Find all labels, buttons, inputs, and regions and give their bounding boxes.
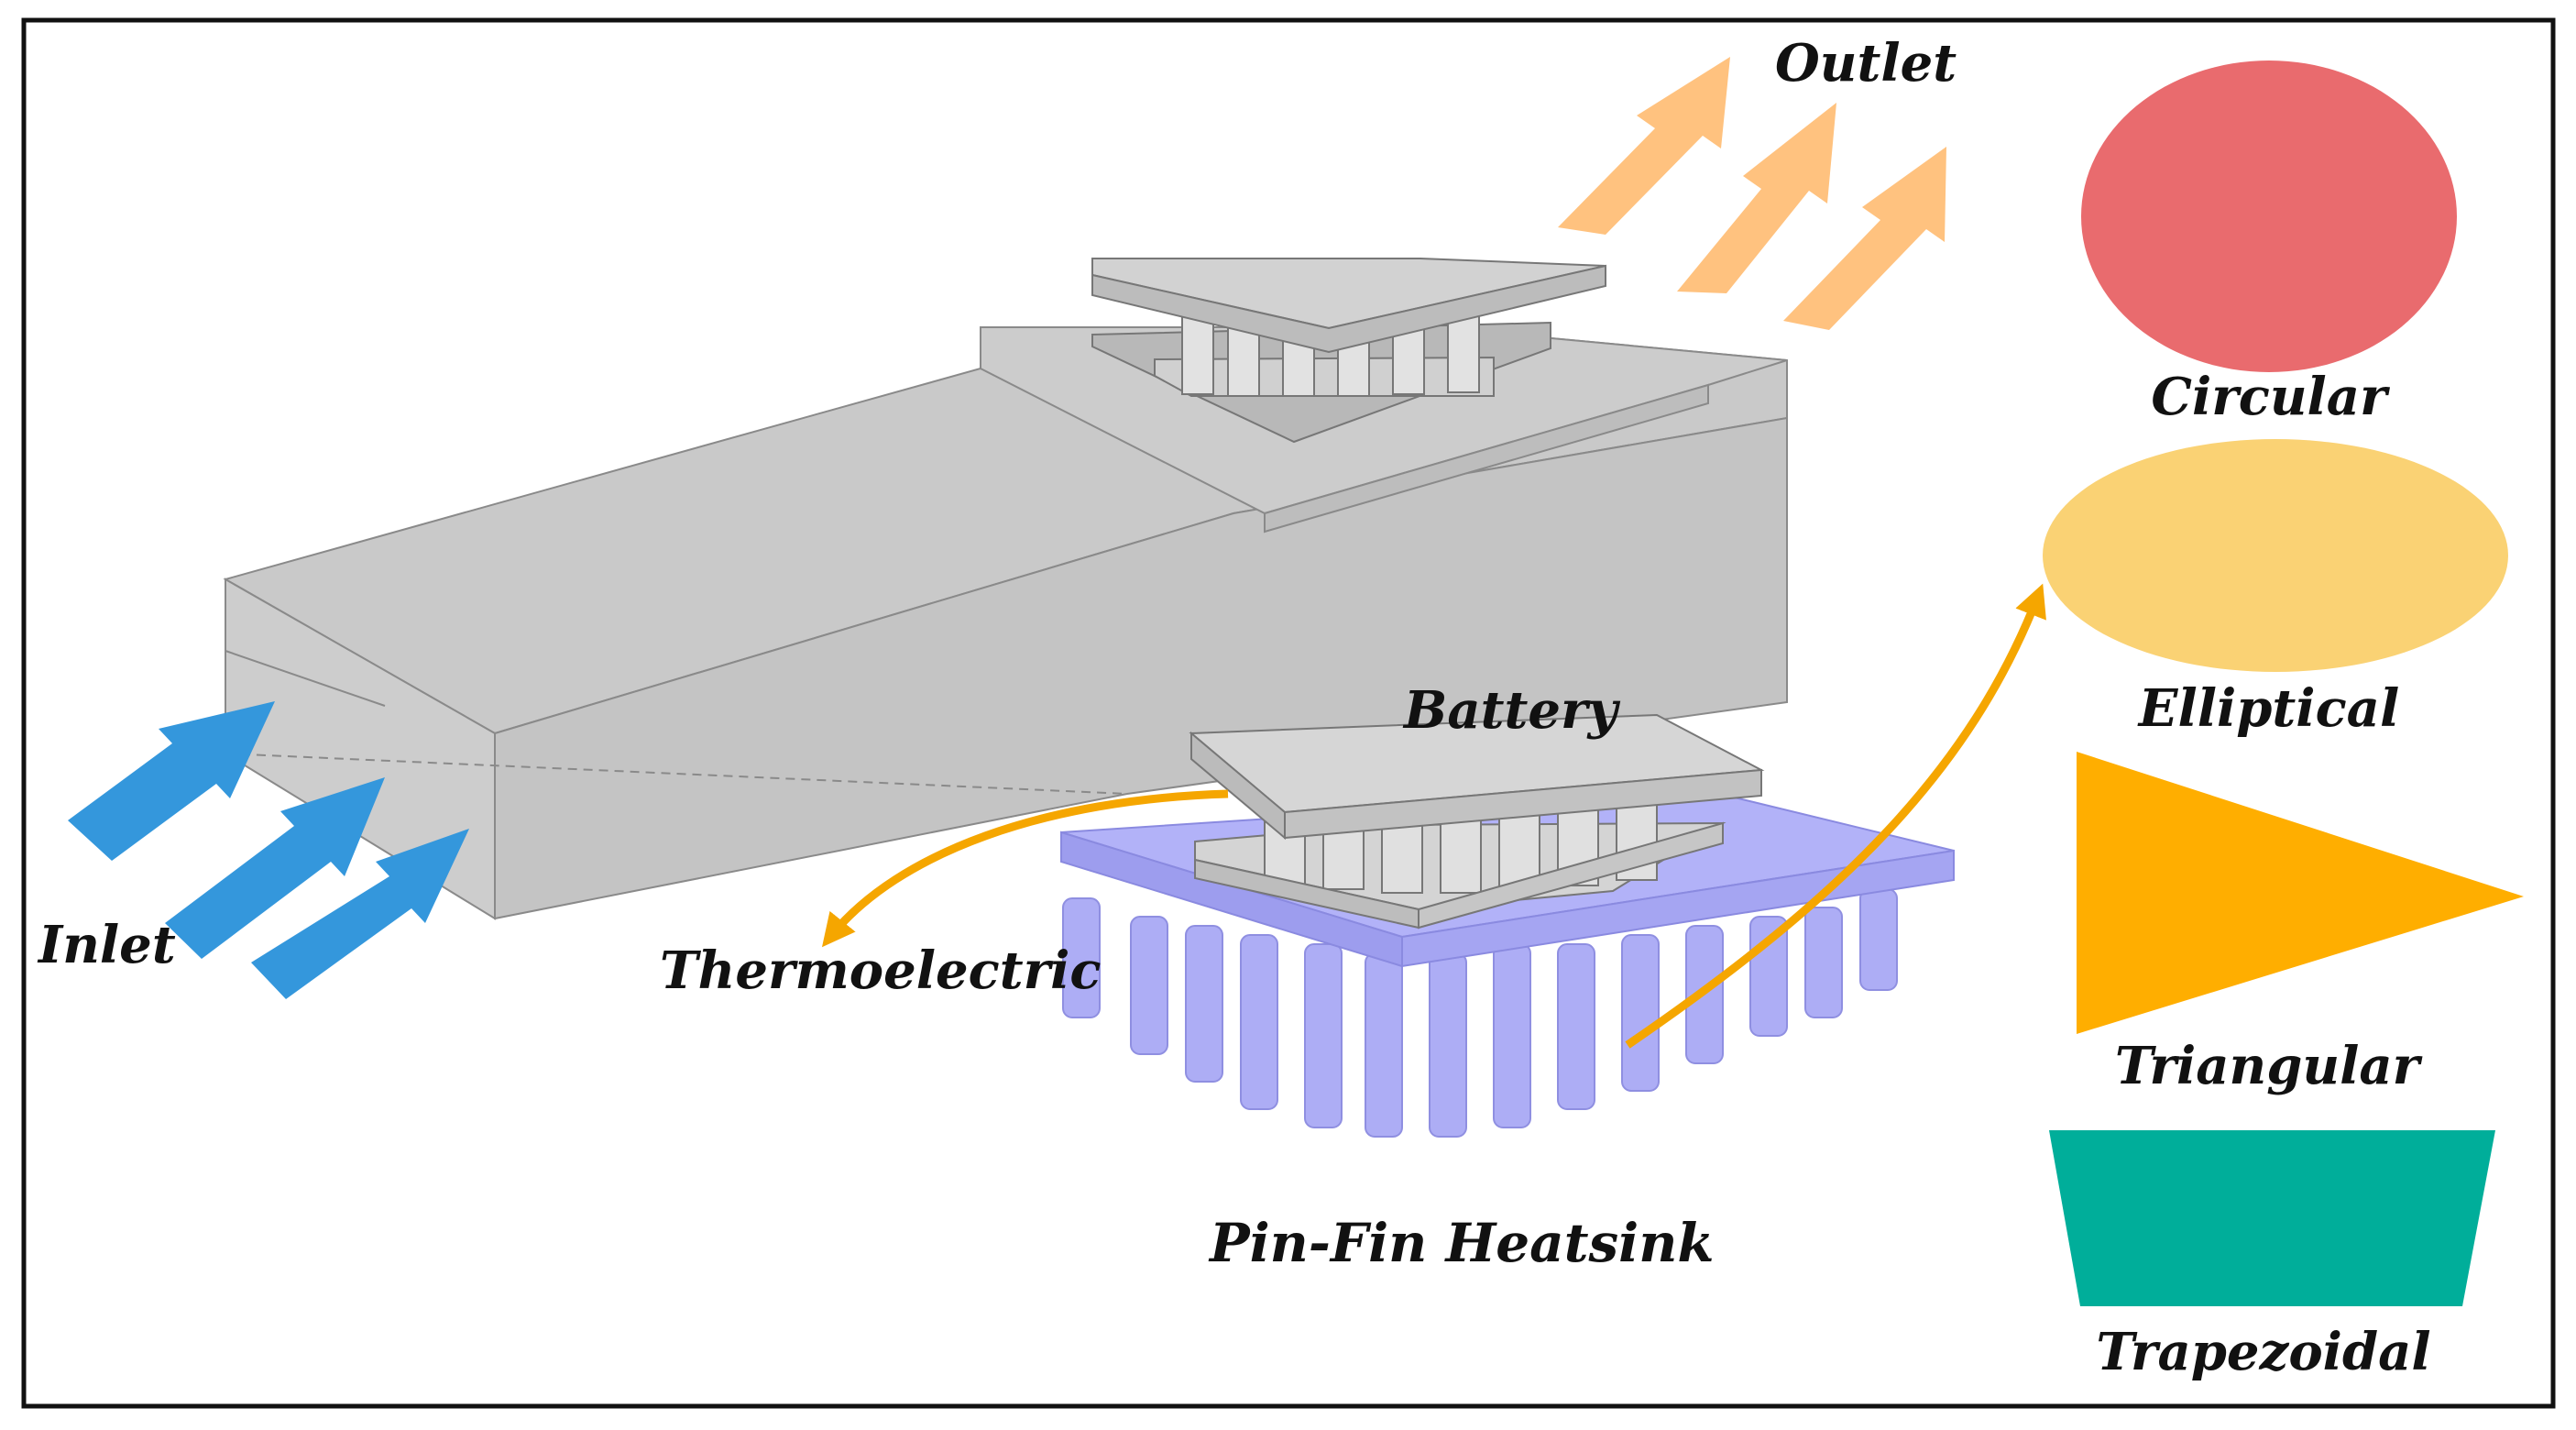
battery-label: Battery xyxy=(1402,680,1620,741)
inlet-arrow-1 xyxy=(68,701,275,861)
inlet-arrow-2 xyxy=(165,777,385,959)
inlet-label: Inlet xyxy=(37,915,176,975)
circular-shape xyxy=(2081,60,2457,372)
inlet-arrows xyxy=(68,701,469,999)
circular-label: Circular xyxy=(2151,367,2390,427)
outlet-arrow-3 xyxy=(1783,147,1946,330)
heatsink-label: Pin-Fin Heatsink xyxy=(1208,1212,1715,1274)
thermoelectric-label: Thermoelectric xyxy=(660,940,1102,1001)
fin-shape-callout-arrow xyxy=(1625,583,2046,1049)
triangular-label: Triangular xyxy=(2115,1036,2423,1096)
duct-battery-module xyxy=(1091,258,1606,444)
elliptical-label: Elliptical xyxy=(2137,678,2399,739)
triangular-shape xyxy=(2077,752,2524,1034)
trapezoidal-shape xyxy=(2049,1130,2495,1306)
inlet-arrow-3 xyxy=(251,829,469,999)
outlet-arrow-1 xyxy=(1558,57,1730,235)
thermoelectric-callout-arrow xyxy=(821,789,1229,948)
elliptical-shape xyxy=(2043,439,2508,672)
outlet-arrow-2 xyxy=(1677,103,1836,293)
trapezoidal-label: Trapezoidal xyxy=(2096,1322,2430,1382)
outlet-arrows xyxy=(1558,57,1946,330)
outlet-label: Outlet xyxy=(1775,33,1957,94)
battery-module xyxy=(1189,713,1765,930)
